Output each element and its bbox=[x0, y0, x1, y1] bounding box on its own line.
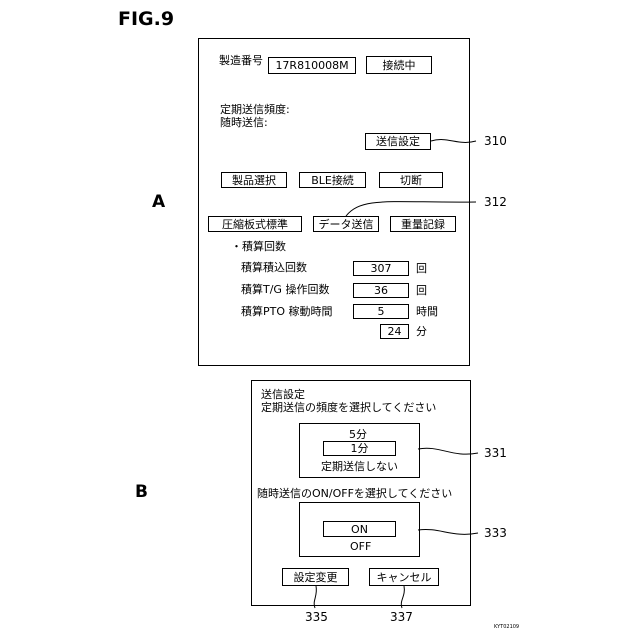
ref-335: 335 bbox=[305, 610, 328, 624]
ref-331: 331 bbox=[484, 446, 507, 460]
ref-312: 312 bbox=[484, 195, 507, 209]
figure-code: KYT02109 bbox=[494, 624, 519, 630]
ref-333: 333 bbox=[484, 526, 507, 540]
ref-310: 310 bbox=[484, 134, 507, 148]
ref-337: 337 bbox=[390, 610, 413, 624]
